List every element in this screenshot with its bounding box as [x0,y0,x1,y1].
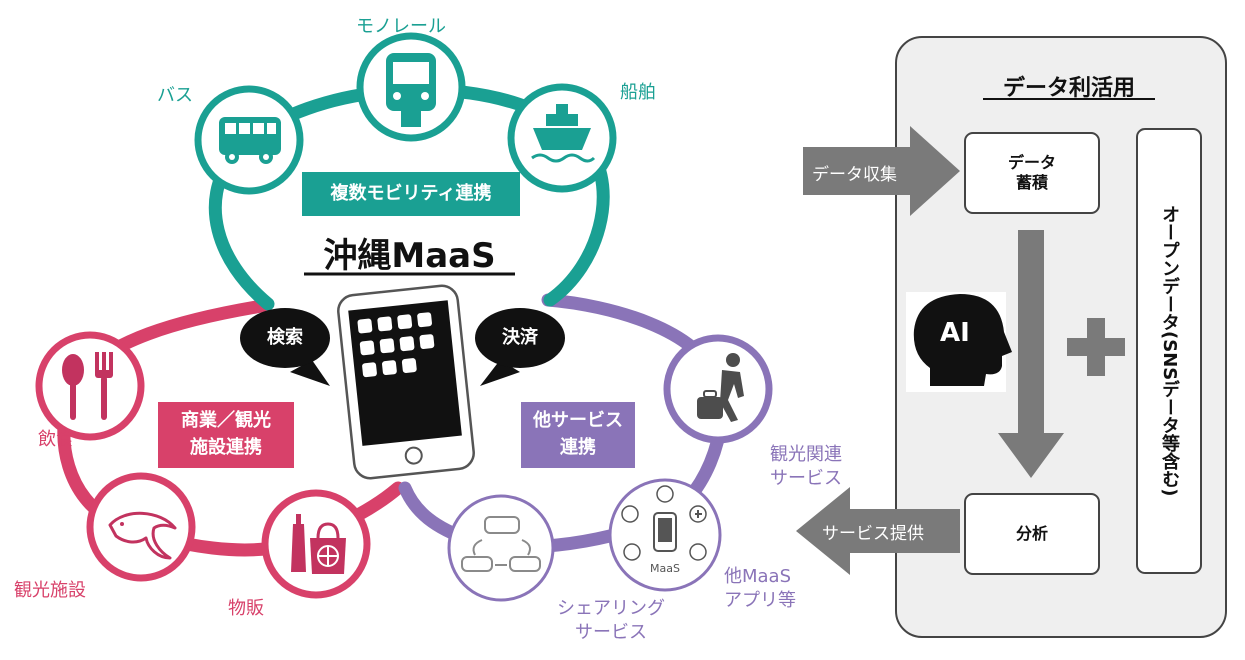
monorail-node [356,32,466,142]
car-sharing-node [447,494,555,602]
pink-circle-label-line2: 施設連携 [190,437,262,458]
ai-head-icon [906,292,1012,392]
travel-service-label-line2: サービス [770,468,842,489]
maas-app-icon [621,485,707,561]
monorail-label: モノレール [356,16,446,37]
travel-service-label-line1: 観光関連 [770,444,842,465]
teal-label-box [302,172,520,216]
travel-service-node [663,334,773,444]
dining-label: 飲食 [38,429,74,450]
retail-node [261,489,371,599]
teal-circle-label: 複数モビリティ連携 [330,183,492,204]
payment-bubble [475,308,565,386]
maas-app-inner-label: MaaS [650,562,680,575]
maas-app-node: MaaS [608,478,722,592]
storage-box: データ 蓄積 [964,132,1100,214]
service-arrow [796,487,960,575]
purple-circle-label-line1: 他サービス [533,410,623,431]
tourism-node [86,472,196,582]
car-sharing-label-line2: サービス [575,622,647,643]
search-bubble-label: 検索 [267,327,303,348]
purple-circle-label-line2: 連携 [560,437,596,458]
storage-label-line2: 蓄積 [1015,173,1048,192]
purple-label-box [521,402,635,468]
maas-app-label-line1: 他MaaS [724,566,792,587]
payment-bubble-label: 決済 [502,327,538,348]
data-panel-title: データ利活用 [1002,76,1135,101]
tourism-label: 観光施設 [14,580,86,601]
plus-icon [1067,318,1125,376]
dolphin-icon [108,511,177,560]
dining-icon [62,352,113,420]
shopping-icon [291,514,346,574]
flow-down-arrow [998,230,1064,478]
car-sharing-label-line1: シェアリング [557,598,665,619]
traveler-icon [697,353,744,422]
monorail-icon [386,53,436,127]
car-sharing-icon [461,516,541,572]
smartphone [337,284,475,480]
open-data-label: オープンデータ(SNSデータ等含む) [1159,205,1180,497]
collect-arrow-label: データ収集 [812,165,897,185]
collect-arrow [803,126,960,216]
bus-icon [219,117,281,164]
open-data-box: オープンデータ(SNSデータ等含む) [1136,128,1202,574]
ship-node [507,83,617,193]
bus-label: バス [157,85,193,106]
ai-label: AI [940,318,970,348]
search-bubble [240,308,330,386]
page-title: 沖縄MaaS [323,236,496,276]
ship-icon [531,104,596,163]
storage-label-line1: データ [1007,153,1056,172]
retail-label: 物販 [228,598,264,619]
dining-node [35,331,145,441]
pink-circle-label-line1: 商業／観光 [181,410,271,431]
analysis-box: 分析 [964,493,1100,575]
service-arrow-label: サービス提供 [822,524,924,544]
maas-app-label-line2: アプリ等 [724,590,796,611]
pink-label-box [158,402,294,468]
ship-label: 船舶 [620,82,656,103]
bus-node [194,85,304,195]
